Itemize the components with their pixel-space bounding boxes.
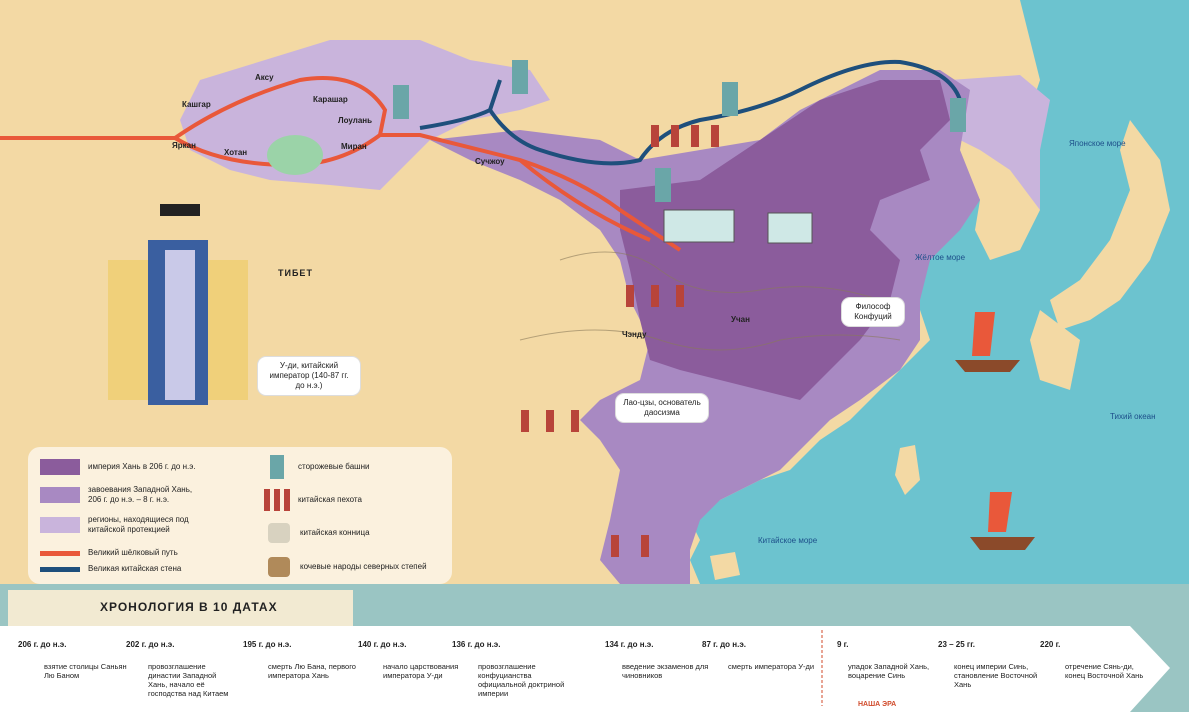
legend-label: китайская конница bbox=[300, 528, 370, 537]
hainan-island bbox=[710, 552, 740, 580]
kyushu-island bbox=[1030, 310, 1080, 390]
region-label-tibet: ТИБЕТ bbox=[278, 268, 313, 278]
timeline-panel: ХРОНОЛОГИЯ В 10 ДАТАХ 206 г. до н.э. взят… bbox=[0, 584, 1189, 712]
sea-label-japan: Японское море bbox=[1069, 139, 1126, 148]
legend-item-silk-road: Великий шёлковый путь bbox=[40, 548, 178, 558]
legend-swatch-great-wall bbox=[40, 566, 80, 572]
timeline-event-desc: взятие столицы Саньян Лю Баном bbox=[44, 662, 127, 680]
taiwan-island bbox=[895, 445, 920, 495]
timeline-title-band bbox=[8, 590, 353, 626]
timeline-event-date: 87 г. до н.э. bbox=[702, 640, 746, 649]
timeline-event-desc: провозглашение династии Западной Хань, н… bbox=[148, 662, 229, 698]
city-label-karashar: Карашар bbox=[313, 95, 348, 104]
legend-item-han-206: империя Хань в 206 г. до н.э. bbox=[40, 459, 196, 475]
legend-icon-cavalry: китайская конница bbox=[268, 523, 370, 543]
junk-ship-north bbox=[955, 312, 1020, 372]
legend-icon-watchtower: сторожевые башни bbox=[270, 455, 369, 479]
timeline-event-desc: отречение Сянь-ди, конец Восточной Хань bbox=[1065, 662, 1144, 680]
callout-confucius: Философ Конфуций bbox=[842, 298, 904, 326]
callout-laozi: Лао-цзы, основатель даосизма bbox=[616, 394, 708, 422]
watchtower-icon bbox=[270, 455, 284, 479]
timeline-event-desc: смерть Лю Бана, первого императора Хань bbox=[268, 662, 356, 680]
city-label-miran: Миран bbox=[341, 142, 367, 151]
sea-label-china: Китайское море bbox=[758, 536, 818, 545]
cavalry-icon bbox=[268, 523, 290, 543]
river-yangtze bbox=[519, 329, 901, 351]
legend-swatch-silk-road bbox=[40, 550, 80, 556]
timeline-event-desc: начало царствования императора У-ди bbox=[383, 662, 459, 680]
legend-label: Великий шёлковый путь bbox=[88, 548, 178, 557]
gate bbox=[767, 212, 813, 244]
legend-label: империя Хань в 206 г. до н.э. bbox=[88, 462, 196, 471]
timeline-event-desc: конец империи Синь, становление Восточно… bbox=[954, 662, 1038, 689]
city-label-aksu: Аксу bbox=[255, 73, 274, 82]
city-label-chendu: Чэнду bbox=[622, 330, 647, 339]
legend-item-great-wall: Великая китайская стена bbox=[40, 564, 181, 574]
legend-swatch-han-206 bbox=[40, 459, 80, 475]
japan-islands bbox=[1050, 120, 1170, 330]
nomad-icon bbox=[268, 557, 290, 577]
timeline-event-desc: смерть императора У-ди bbox=[728, 662, 815, 671]
city-label-suchzhou: Сучжоу bbox=[475, 157, 505, 166]
timeline-event-desc: упадок Западной Хань, воцарение Синь bbox=[848, 662, 930, 680]
legend-icon-nomad: кочевые народы северных степей bbox=[268, 557, 427, 577]
legend-label: китайская пехота bbox=[298, 495, 362, 504]
callout-emperor: У-ди, китайский император (140-87 гг. до… bbox=[258, 357, 360, 395]
city-label-uchan: Учан bbox=[731, 315, 750, 324]
legend-swatch-western-han bbox=[40, 487, 80, 503]
palace bbox=[663, 209, 735, 243]
legend-label: Великая китайская стена bbox=[88, 564, 182, 573]
sea-label-yellow: Жёлтое море bbox=[915, 253, 966, 262]
timeline-event-date: 134 г. до н.э. bbox=[605, 640, 654, 649]
timeline-event-date: 195 г. до н.э. bbox=[243, 640, 292, 649]
timeline-event-date: 206 г. до н.э. bbox=[18, 640, 67, 649]
legend-swatch-protectorate bbox=[40, 517, 80, 533]
timeline-title: ХРОНОЛОГИЯ В 10 ДАТАХ bbox=[100, 600, 278, 614]
timeline-event-date: 140 г. до н.э. bbox=[358, 640, 407, 649]
great-wall-branch bbox=[488, 79, 502, 111]
legend-label: сторожевые башни bbox=[298, 462, 370, 471]
jade-basket bbox=[267, 135, 323, 175]
city-label-khotan: Хотан bbox=[224, 148, 248, 157]
timeline-event-date: 136 г. до н.э. bbox=[452, 640, 501, 649]
timeline-event-date: 202 г. до н.э. bbox=[126, 640, 175, 649]
silk-road-line bbox=[0, 76, 682, 252]
legend-label: кочевые народы северных степей bbox=[300, 562, 427, 571]
silk-road-branch bbox=[518, 158, 651, 242]
map-legend: империя Хань в 206 г. до н.э. завоевания… bbox=[28, 447, 452, 584]
watchtower-group bbox=[393, 60, 966, 202]
timeline-event-date: 23 – 25 гг. bbox=[938, 640, 975, 649]
city-label-kashgar: Кашгар bbox=[182, 100, 211, 109]
legend-item-protectorate: регионы, находящиеся под китайской проте… bbox=[40, 515, 203, 535]
legend-label: завоевания Западной Хань, 206 г. до н.э.… bbox=[88, 485, 193, 504]
legend-icon-infantry: китайская пехота bbox=[264, 489, 362, 511]
timeline-event-date: 220 г. bbox=[1040, 640, 1061, 649]
legend-label: регионы, находящиеся под китайской проте… bbox=[88, 515, 189, 534]
infantry-group bbox=[521, 125, 719, 557]
city-label-yarkan: Яркан bbox=[172, 141, 196, 150]
timeline-event-date: 9 г. bbox=[837, 640, 849, 649]
protectorate-region-ne bbox=[950, 75, 1050, 210]
river-yellow bbox=[559, 251, 881, 301]
sea-area bbox=[690, 0, 1189, 584]
sea-label-pacific: Тихий океан bbox=[1110, 412, 1156, 421]
junk-ship-south bbox=[970, 492, 1035, 550]
timeline-arrow bbox=[0, 626, 1170, 712]
era-label: НАША ЭРА bbox=[858, 701, 897, 708]
timeline-event-desc: провозглашение конфуцианства официальной… bbox=[478, 662, 565, 698]
city-label-loulan: Лоулань bbox=[338, 116, 373, 125]
timeline-event-desc: введение экзаменов для чиновников bbox=[622, 662, 709, 680]
legend-item-western-han: завоевания Западной Хань, 206 г. до н.э.… bbox=[40, 485, 203, 505]
emperor-illustration bbox=[108, 204, 248, 405]
infantry-icon bbox=[264, 489, 290, 511]
